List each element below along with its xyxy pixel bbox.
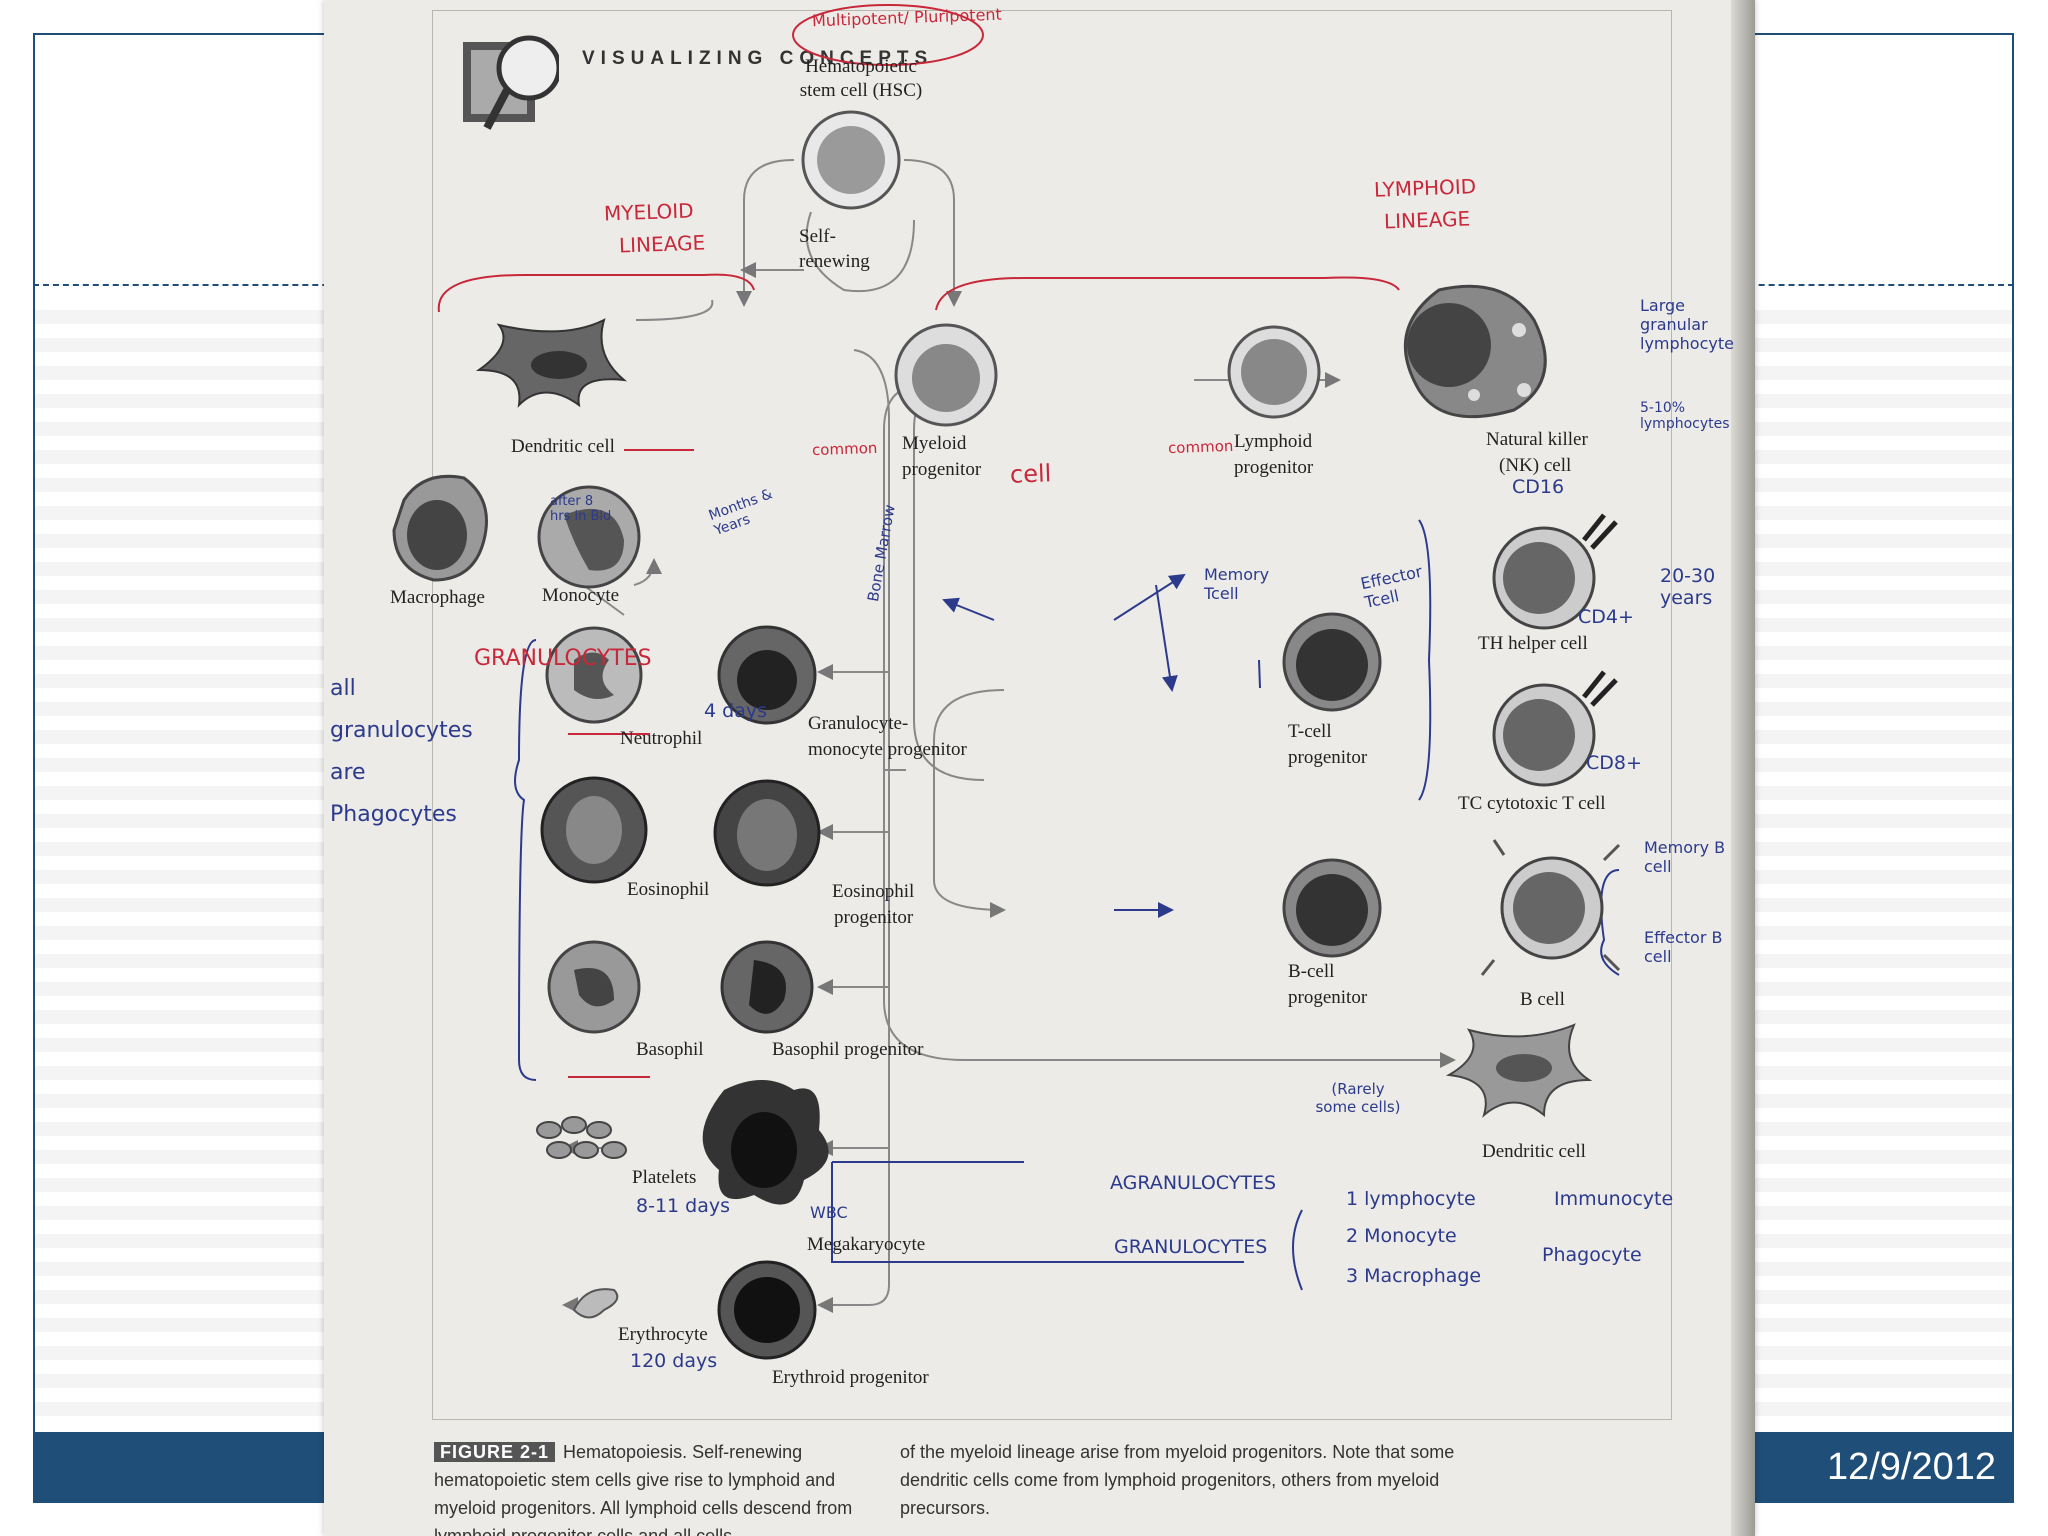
label-eosinophil: Eosinophil xyxy=(627,879,710,900)
label-self-renewing-2: renewing xyxy=(799,251,870,272)
scanned-textbook-page: VISUALIZING CONCEPTS xyxy=(324,0,1755,1536)
note-immunocyte: Immunocyte xyxy=(1554,1188,1674,1210)
label-lymphoid-2: progenitor xyxy=(1234,457,1314,478)
label-myeloid-1: Myeloid xyxy=(902,433,967,454)
note-all-granulocytes: all granulocytes are Phagocytes xyxy=(330,676,473,827)
label-dendritic-lymphoid: Dendritic cell xyxy=(1482,1141,1586,1162)
label-bcell: B cell xyxy=(1520,989,1565,1010)
label-eos-prog-1: Eosinophil xyxy=(832,881,915,902)
note-rarely: (Rarely some cells) xyxy=(1315,1080,1401,1116)
note-age: 20-30 years xyxy=(1660,565,1716,609)
label-erythrocyte: Erythrocyte xyxy=(618,1324,708,1345)
note-cd16: CD16 xyxy=(1512,476,1565,498)
label-lymphoid-1: Lymphoid xyxy=(1234,431,1313,452)
note-large-granular: Large granular lymphocyte xyxy=(1640,296,1734,353)
note-common-right: common xyxy=(1167,436,1234,458)
hsc-cell xyxy=(801,110,901,210)
note-nk-percent: 5-10% lymphocytes xyxy=(1640,400,1730,432)
note-rbc-days: 120 days xyxy=(630,1350,718,1372)
note-cd8: CD8+ xyxy=(1586,752,1642,774)
note-granulocytes-vertical: GRANULOCYTES xyxy=(474,640,652,678)
note-platelet-days: 8-11 days xyxy=(636,1195,731,1217)
note-item2: 2 Monocyte xyxy=(1346,1225,1457,1247)
note-cell: cell xyxy=(1009,459,1052,489)
note-after-8-hrs: after 8 hrs in Bld xyxy=(550,494,612,524)
label-gm-1: Granulocyte- xyxy=(808,713,909,734)
label-myeloid-2: progenitor xyxy=(902,459,982,480)
label-nk-1: Natural killer xyxy=(1486,429,1588,450)
note-myeloid-lineage-2: LINEAGE xyxy=(618,230,706,258)
visualizing-concepts-logo xyxy=(463,35,559,130)
note-granulocytes: GRANULOCYTES xyxy=(1114,1236,1268,1258)
figure-tag: FIGURE 2-1 xyxy=(434,1442,556,1462)
page-content-border xyxy=(432,10,1672,1420)
label-monocyte: Monocyte xyxy=(542,585,620,606)
label-bcell-prog-2: progenitor xyxy=(1288,987,1368,1008)
label-megakaryocyte: Megakaryocyte xyxy=(807,1234,926,1255)
label-tcell-1: T-cell xyxy=(1288,721,1332,742)
note-myeloid-lineage-1: MYELOID xyxy=(603,198,694,226)
note-effector-b: Effector B cell xyxy=(1644,928,1723,966)
note-wbc: WBC xyxy=(810,1203,848,1222)
label-tcell-2: progenitor xyxy=(1288,747,1368,768)
label-basophil: Basophil xyxy=(636,1039,704,1060)
note-lymphoid-lineage-2: LINEAGE xyxy=(1383,206,1471,234)
note-phagocyte: Phagocyte xyxy=(1542,1244,1642,1266)
page-binding-edge xyxy=(1731,0,1755,1536)
note-common-left: common xyxy=(811,438,878,460)
note-item1: 1 lymphocyte xyxy=(1346,1188,1476,1210)
label-gm-2: monocyte progenitor xyxy=(808,739,967,760)
label-hsc: Hematopoietic stem cell (HSC) xyxy=(799,56,923,101)
section-header: VISUALIZING CONCEPTS xyxy=(582,48,934,69)
figure-caption-right: of the myeloid lineage arise from myeloi… xyxy=(900,1442,1455,1518)
label-eos-prog-2: progenitor xyxy=(834,907,914,928)
note-lymphoid-lineage-1: LYMPHOID xyxy=(1373,174,1477,202)
label-erythroid: Erythroid progenitor xyxy=(772,1367,929,1388)
note-agranulocytes: AGRANULOCYTES xyxy=(1110,1172,1277,1194)
label-tc-cytotoxic: TC cytotoxic T cell xyxy=(1458,793,1606,814)
note-item3: 3 Macrophage xyxy=(1346,1265,1482,1287)
note-memory-t: Memory Tcell xyxy=(1204,565,1270,603)
label-th-helper: TH helper cell xyxy=(1478,633,1588,654)
label-macrophage: Macrophage xyxy=(390,587,485,608)
slide-date: 12/9/2012 xyxy=(1826,1446,1996,1488)
hematopoiesis-diagram xyxy=(392,4,1621,1360)
label-bcell-prog-1: B-cell xyxy=(1288,961,1335,982)
note-memory-b: Memory B cell xyxy=(1644,838,1726,876)
label-self-renewing-1: Self- xyxy=(799,226,836,247)
note-cd4: CD4+ xyxy=(1578,606,1634,628)
label-nk-2: (NK) cell xyxy=(1499,455,1572,476)
label-neutrophil: Neutrophil xyxy=(620,728,703,749)
note-four-days: 4 days xyxy=(704,700,767,722)
label-platelets: Platelets xyxy=(632,1167,697,1188)
label-baso-prog: Basophil progenitor xyxy=(772,1039,924,1060)
label-dendritic-myeloid: Dendritic cell xyxy=(511,436,615,457)
figure-caption-left-text: Hematopoiesis. Self-renewing hematopoiet… xyxy=(434,1442,853,1536)
